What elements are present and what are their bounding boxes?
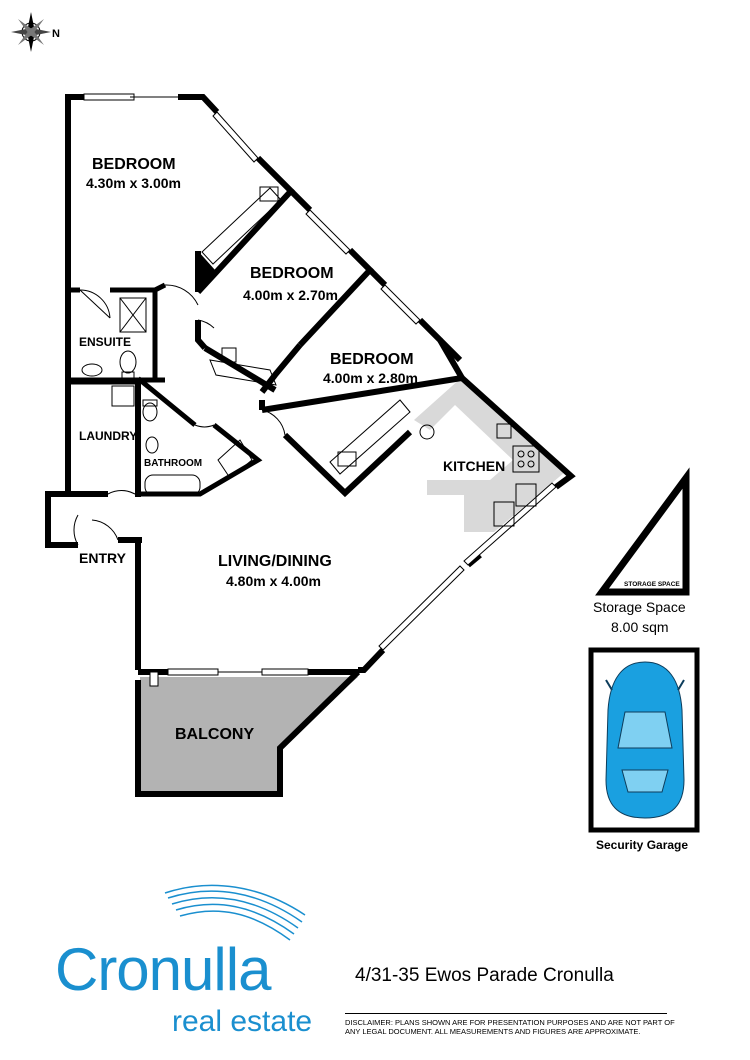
bedroom-3-label: BEDROOM: [330, 351, 414, 368]
wall-block: [198, 251, 215, 292]
logo-swoosh-icon: [164, 884, 306, 941]
compass-north-label: N: [52, 28, 60, 40]
windows: [83, 93, 557, 687]
bedroom-3-dims: 4.00m x 2.80m: [323, 370, 418, 386]
living-dining-dims: 4.80m x 4.00m: [226, 573, 321, 589]
bathroom-label: BATHROOM: [144, 458, 203, 469]
brand-logo-text: Cronulla: [55, 936, 271, 1003]
ensuite-label: ENSUITE: [79, 335, 132, 349]
bedroom-2-dims: 4.00m x 2.70m: [243, 287, 338, 303]
storage-space-title: Storage Space: [593, 599, 686, 615]
disclaimer-text: DISCLAIMER: PLANS SHOWN ARE FOR PRESENTA…: [345, 1018, 675, 1036]
bedroom-2-label: BEDROOM: [250, 265, 334, 282]
car-icon: [605, 661, 685, 819]
storage-space-inner-label: STORAGE SPACE: [624, 581, 680, 588]
compass-icon: [11, 12, 51, 52]
kitchen-bench: [414, 378, 565, 532]
storage-space-outline: [595, 467, 690, 596]
security-garage-label: Security Garage: [596, 838, 689, 852]
storage-space-area: 8.00 sqm: [611, 619, 669, 635]
balcony-label: BALCONY: [175, 726, 255, 743]
property-address: 4/31-35 Ewos Parade Cronulla: [355, 965, 614, 986]
kitchen-label: KITCHEN: [443, 458, 506, 474]
security-garage-outline: [588, 647, 700, 833]
doors: [73, 284, 286, 546]
fixtures: [81, 186, 540, 527]
balcony-area: [140, 677, 358, 792]
divider: [345, 1013, 667, 1014]
bedroom-1-label: BEDROOM: [92, 156, 176, 173]
living-dining-label: LIVING/DINING: [218, 553, 332, 570]
entry-label: ENTRY: [79, 550, 126, 566]
laundry-label: LAUNDRY: [79, 429, 138, 443]
bedroom-1-dims: 4.30m x 3.00m: [86, 175, 181, 191]
brand-logo-subtext: real estate: [172, 1005, 313, 1038]
